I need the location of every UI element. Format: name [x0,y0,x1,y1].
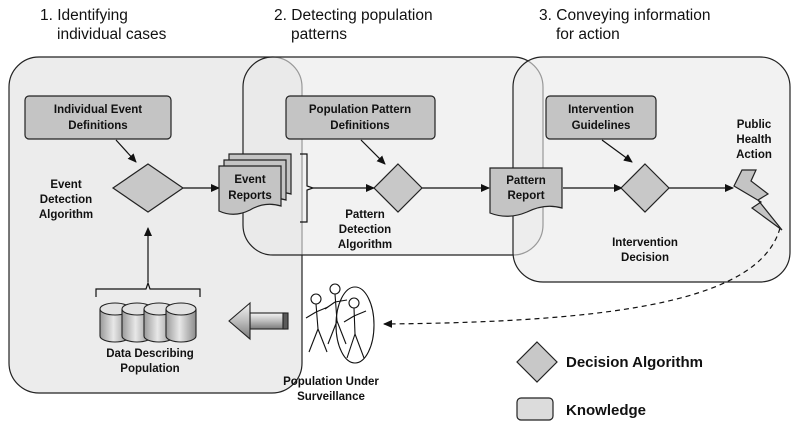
pattern-detection-label: Pattern Detection Algorithm [338,209,392,251]
brace-data-cylinders [95,281,201,297]
pattern-detection-label-line3: Algorithm [338,239,392,251]
highlighted-person-circle [335,286,375,364]
intervention-guidelines-line1: Intervention [568,104,634,116]
intervention-decision-label: Intervention Decision [612,237,678,264]
pattern-detection-diamond [373,163,423,213]
population-under-surveillance-line2: Surveillance [297,391,365,403]
public-health-action: Public Health Action [733,119,783,231]
event-detection-label-line1: Event [50,179,81,191]
intervention-guidelines-line2: Guidelines [572,120,631,132]
data-describing-population-line2: Population [120,363,179,375]
individual-event-definitions-box: Individual Event Definitions [24,95,172,140]
population-pattern-definitions-box: Population Pattern Definitions [285,95,436,140]
pattern-detection-label-line2: Detection [339,224,391,236]
public-health-action-line2: Health [736,134,771,146]
lightning-bolt-icon [733,169,783,231]
population-pattern-definitions-line1: Population Pattern [309,104,411,116]
pattern-detection-label-line1: Pattern [345,209,385,221]
stage-1-title-line1: Identifying [57,7,128,24]
stage-1-number: 1. [40,7,53,24]
stage-2-title-line2: patterns [291,26,348,43]
stage-3-title-line2: for action [556,26,620,43]
legend-knowledge-label: Knowledge [566,402,646,419]
stage-3-title: 3. Conveying information for action [539,6,710,44]
connectors [95,139,781,328]
stage-3-number: 3. [539,7,552,24]
arrow-definitions-to-event-detection [115,139,137,163]
public-health-action-line3: Action [736,149,772,161]
intervention-decision-label-line1: Intervention [612,237,678,249]
population-pattern-definitions-line2: Definitions [330,120,389,132]
legend-knowledge-swatch [516,397,554,421]
intervention-guidelines-box: Intervention Guidelines [545,95,657,140]
intervention-decision-diamond [620,163,670,213]
intervention-decision-label-line2: Decision [621,252,669,264]
pattern-report-line1: Pattern [506,175,546,187]
population-figures [305,283,375,364]
pattern-report-document: Pattern Report [489,167,563,217]
legend: Decision Algorithm Knowledge [516,341,703,421]
stage-1-title-line2: individual cases [57,26,167,43]
stage-2-number: 2. [274,7,287,24]
data-cylinders [99,302,197,343]
person-icon [305,293,329,353]
event-reports-line2: Reports [228,190,271,202]
data-describing-population-line1: Data Describing [106,348,194,360]
stage-2-title: 2. Detecting population patterns [274,6,433,44]
pattern-report-line2: Report [507,190,544,202]
person-icon [324,283,348,345]
legend-diamond-swatch [516,341,558,383]
event-detection-label-line2: Detection [40,194,92,206]
event-detection-diamond [111,163,185,213]
stage-1-title: 1. Identifying individual cases [40,6,166,44]
data-describing-population-label: Data Describing Population [106,348,194,375]
stage-3-title-line1: Conveying information [556,7,711,24]
stage-2-title-line1: Detecting population [291,7,433,24]
event-reports-line1: Event [234,174,265,186]
arrow-pattern-definitions-to-pattern-detection [360,139,386,165]
event-detection-label-line3: Algorithm [39,209,93,221]
arrow-guidelines-to-intervention-decision [601,139,633,163]
individual-event-definitions-line2: Definitions [68,120,127,132]
database-icon [165,302,197,343]
population-under-surveillance-label: Population Under Surveillance [283,376,379,403]
event-detection-label: Event Detection Algorithm [39,179,93,221]
public-health-action-line1: Public [737,119,772,131]
event-reports-documents: Event Reports [218,153,292,215]
population-under-surveillance-line1: Population Under [283,376,379,388]
individual-event-definitions-line1: Individual Event [54,104,142,116]
legend-decision-algorithm-label: Decision Algorithm [566,354,703,371]
block-arrow-population-to-data [228,301,289,341]
feedback-dashed-arrow [383,227,781,328]
person-icon [343,297,367,359]
